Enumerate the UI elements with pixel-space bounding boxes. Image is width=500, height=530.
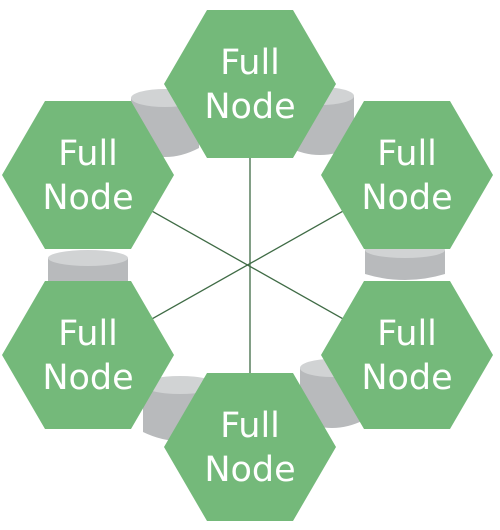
connector-cylinder-left [48, 250, 128, 288]
node-label-line1: Full [58, 134, 118, 174]
nodes-layer: FullNodeFullNodeFullNodeFullNodeFullNode… [2, 10, 493, 521]
node-label-line2: Node [361, 358, 452, 398]
node-hexagon [2, 281, 174, 429]
node-label-line2: Node [42, 178, 133, 218]
node-label-line2: Node [361, 178, 452, 218]
node-hexagon [164, 10, 336, 158]
node-label-line1: Full [377, 314, 437, 354]
node-hexagon [321, 101, 493, 249]
node-label-line1: Full [220, 406, 280, 446]
node-label-line1: Full [58, 314, 118, 354]
node-hexagon [2, 101, 174, 249]
node-label-line2: Node [204, 87, 295, 127]
node-label-line1: Full [220, 43, 280, 83]
node-label-line2: Node [204, 450, 295, 490]
node-hexagon [164, 373, 336, 521]
node-hexagon [321, 281, 493, 429]
node-label-line1: Full [377, 134, 437, 174]
node-label-line2: Node [42, 358, 133, 398]
